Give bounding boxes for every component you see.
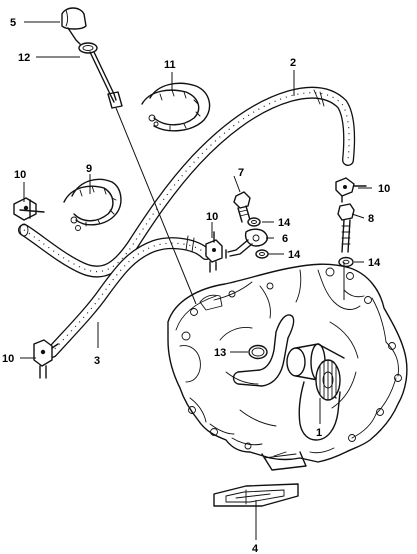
transmission-case	[167, 263, 408, 471]
callout-10-upper-left: 10	[14, 169, 26, 181]
callout-10-right: 10	[378, 183, 390, 195]
clip-10-upper-left	[13, 197, 45, 221]
callout-10-lower-left: 10	[2, 353, 14, 365]
callout-14a: 14	[278, 217, 291, 229]
callout-11: 11	[164, 59, 176, 71]
sealing-washer-14a	[247, 217, 261, 227]
callout-13: 13	[214, 347, 226, 359]
callout-14c: 14	[368, 257, 381, 269]
callout-labels: 5 12 2 11 9 10 10 10 10 3 7 14 6 14 8 14…	[2, 17, 390, 554]
union-8	[337, 203, 355, 253]
callout-5: 5	[10, 17, 16, 29]
hose-3	[46, 235, 212, 358]
leader-lines	[20, 21, 372, 540]
clip-10-middle	[205, 231, 223, 273]
sealing-washer-14b	[255, 249, 269, 259]
callout-6: 6	[282, 233, 288, 245]
callout-12: 12	[18, 52, 30, 64]
sealing-washer-14c	[338, 256, 354, 268]
callout-8: 8	[368, 213, 374, 225]
cover-plate	[213, 483, 299, 507]
dipstick	[61, 7, 197, 305]
callout-2: 2	[290, 57, 296, 69]
callout-1: 1	[316, 427, 322, 439]
clip-10-right	[335, 177, 367, 203]
callout-10-middle: 10	[206, 211, 218, 223]
callout-9: 9	[86, 163, 92, 175]
joint-pipe-6	[225, 228, 268, 259]
callout-7: 7	[238, 167, 244, 179]
clip-10-lower-left	[33, 339, 59, 379]
callout-14b: 14	[288, 249, 301, 261]
clamp-band-11	[141, 82, 211, 132]
callout-3: 3	[94, 355, 100, 367]
banjo-bolt-7	[233, 191, 251, 223]
clamp-band-9	[63, 178, 122, 231]
hose-2	[18, 86, 356, 278]
callout-4: 4	[252, 543, 259, 554]
